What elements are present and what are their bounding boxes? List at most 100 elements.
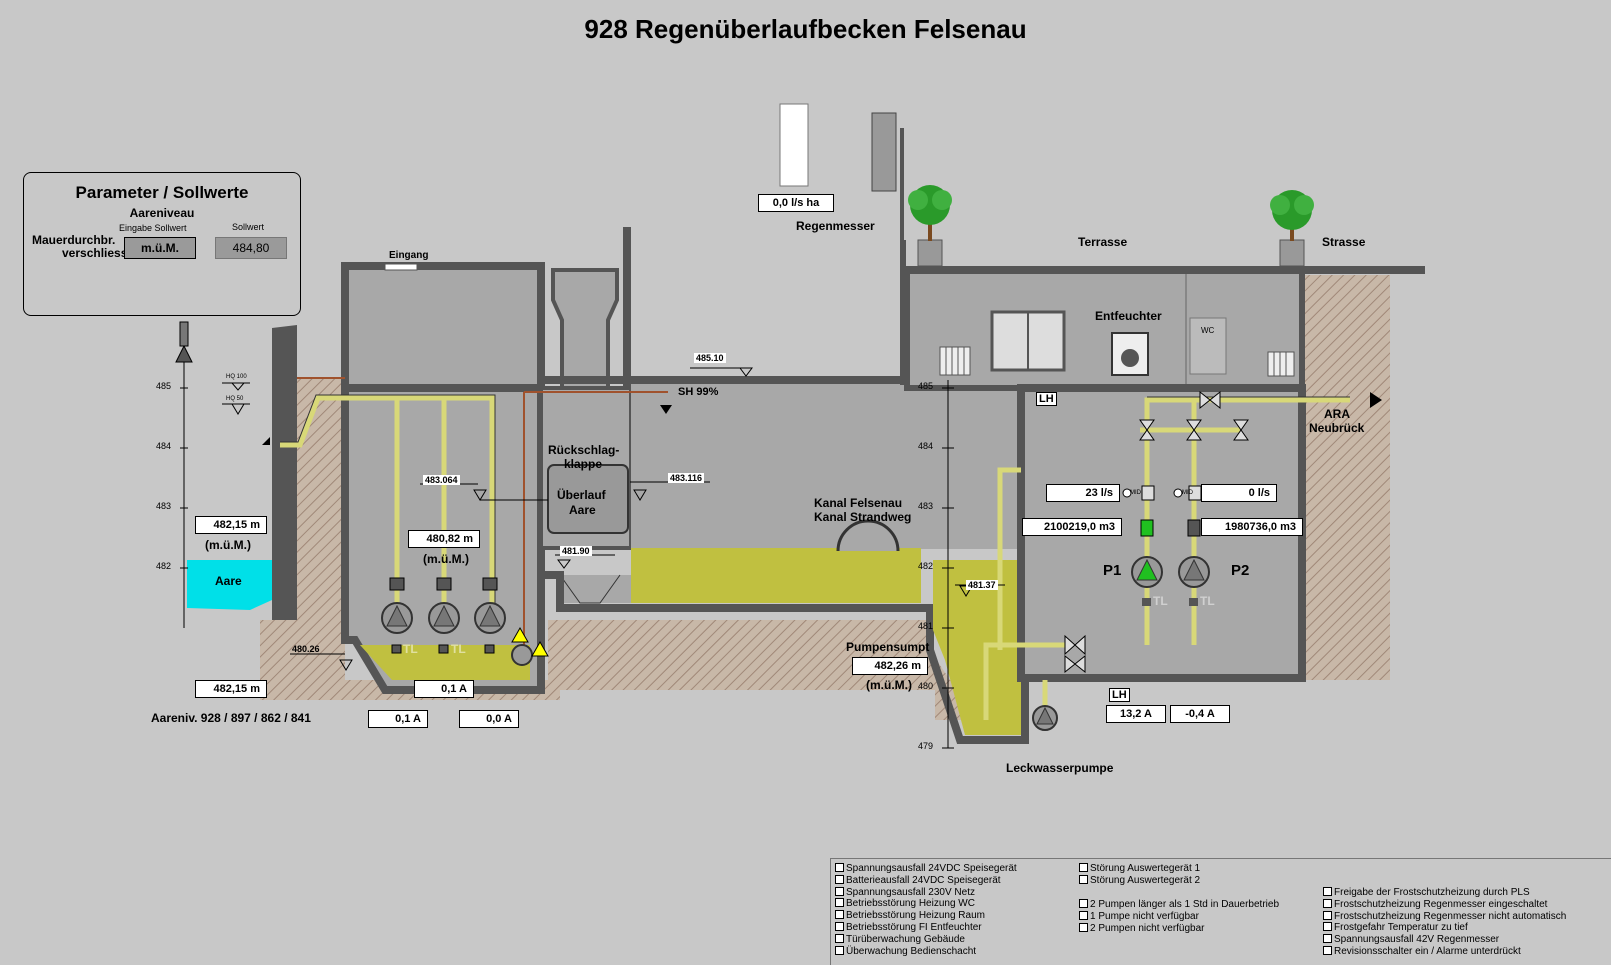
river-wall — [272, 325, 297, 620]
param-row-label-2: verschliessen — [62, 246, 142, 260]
alarm-item[interactable]: Spannungsausfall 42V Regenmesser — [1323, 934, 1499, 945]
canal-pipe-profile — [836, 519, 900, 552]
page-title: 928 Regenüberlaufbecken Felsenau — [584, 14, 1027, 44]
alarm-item[interactable]: Spannungsausfall 24VDC Speisegerät — [835, 863, 1017, 874]
alarm-item[interactable]: 2 Pumpen länger als 1 Std in Dauerbetrie… — [1079, 899, 1279, 910]
alarm-item[interactable]: Störung Auswertegerät 1 — [1079, 863, 1200, 874]
alarm-item[interactable]: Freigabe der Frostschutzheizung durch PL… — [1323, 887, 1530, 898]
alarm-item[interactable]: Revisionsschalter ein / Alarme unterdrüc… — [1323, 946, 1521, 957]
alarm-label: Türüberwachung Gebäude — [846, 933, 965, 945]
alarm-item[interactable]: Betriebsstörung Heizung WC — [835, 898, 975, 909]
scale-right-481: 481 — [918, 621, 934, 631]
alarm-label: Freigabe der Frostschutzheizung durch PL… — [1334, 887, 1530, 898]
alarm-checkbox[interactable] — [835, 910, 844, 920]
alarm-checkbox[interactable] — [1079, 922, 1088, 932]
alarm-item[interactable]: 1 Pumpe nicht verfügbar — [1079, 910, 1199, 922]
wc-door — [1189, 317, 1227, 375]
total-p1-value: 2100219,0 m3 — [1022, 518, 1122, 536]
label-mid-1: MID — [1130, 490, 1141, 496]
alarm-label: Störung Auswertegerät 1 — [1090, 863, 1201, 874]
alarm-checkbox[interactable] — [1323, 910, 1332, 920]
alarm-item[interactable]: Störung Auswertegerät 2 — [1079, 874, 1200, 886]
alarm-checkbox[interactable] — [1323, 922, 1332, 932]
motor-indicators-right — [1140, 485, 1202, 606]
label-p2: P2 — [1231, 562, 1250, 579]
alarm-checkbox[interactable] — [1323, 898, 1332, 908]
alarm-label: 2 Pumpen länger als 1 Std in Dauerbetrie… — [1090, 899, 1280, 910]
label-ruckschlag-2: klappe — [564, 457, 603, 471]
flow-p1-value: 23 l/s — [1046, 484, 1120, 502]
tree-icon — [908, 185, 952, 267]
alarm-checkbox[interactable] — [1323, 946, 1332, 955]
alarm-item[interactable]: Batterieausfall 24VDC Speisegerät — [835, 874, 1001, 886]
label-mum-2: (m.ü.M.) — [423, 552, 469, 566]
soil-right — [1305, 275, 1385, 680]
scale-right-480: 480 — [918, 681, 934, 691]
pump-icon — [428, 602, 460, 634]
alarm-label: 1 Pumpe nicht verfügbar — [1090, 910, 1199, 922]
alarm-item[interactable]: Frostschutzheizung Regenmesser nicht aut… — [1323, 910, 1566, 922]
scale-right — [942, 380, 954, 749]
alarm-checkbox[interactable] — [1079, 874, 1088, 884]
label-kanal-felsenau: Kanal Felsenau — [814, 496, 903, 510]
label-lh-1: LH — [1036, 392, 1057, 406]
label-tl-2: TL — [451, 642, 466, 656]
sh-marker — [660, 405, 672, 414]
label-kanal-strandweg: Kanal Strandweg — [814, 510, 912, 524]
current-p1-value: 13,2 A — [1106, 705, 1166, 723]
machine-building — [904, 267, 1305, 391]
level-481-90: 481.90 — [560, 546, 592, 556]
level-483-116: 483.116 — [668, 473, 705, 483]
scale-left-484: 484 — [156, 441, 172, 451]
scale-right-485: 485 — [918, 381, 934, 391]
current-p2-value: -0,4 A — [1170, 705, 1230, 723]
label-uberlauf-1: Überlauf — [557, 488, 606, 502]
alarm-label: Überwachung Bedienschacht — [846, 945, 977, 957]
scale-right-482: 482 — [918, 561, 934, 571]
alarm-checkbox[interactable] — [1079, 899, 1088, 908]
pump-current-value: 0,1 A — [414, 680, 474, 698]
alarm-label: Frostschutzheizung Regenmesser eingescha… — [1334, 898, 1548, 910]
scale-right-483: 483 — [918, 501, 934, 511]
canal-water — [631, 548, 921, 603]
rain-bar — [779, 103, 809, 187]
rain-gauge-icon — [871, 112, 897, 192]
alarm-label: Spannungsausfall 42V Regenmesser — [1334, 934, 1500, 946]
radiator-icon — [1267, 351, 1295, 377]
alarm-checkbox[interactable] — [835, 945, 844, 955]
alarm-label: Batterieausfall 24VDC Speisegerät — [846, 874, 1001, 886]
alarm-item[interactable]: 2 Pumpen nicht verfügbar — [1079, 922, 1205, 934]
label-tl-3: TL — [1153, 594, 1168, 608]
label-tl-4: TL — [1200, 594, 1215, 608]
alarm-checkbox[interactable] — [835, 886, 844, 896]
alarm-item[interactable]: Frostschutzheizung Regenmesser eingescha… — [1323, 898, 1548, 910]
alarm-checkbox[interactable] — [835, 933, 844, 943]
alarm-item[interactable]: Überwachung Bedienschacht — [835, 945, 977, 957]
alarm-checkbox[interactable] — [1079, 910, 1088, 920]
alarm-checkbox[interactable] — [1079, 863, 1088, 872]
ara-arrow-icon — [1370, 392, 1382, 408]
alarm-item[interactable]: Betriebsstörung FI Entfeuchter — [835, 922, 982, 933]
alarm-checkbox[interactable] — [835, 898, 844, 908]
label-ruckschlag-1: Rückschlag- — [548, 443, 620, 457]
label-mid-2: MID — [1182, 490, 1193, 496]
alarm-item[interactable]: Betriebsstörung Heizung Raum — [835, 910, 985, 921]
label-mum-3: (m.ü.M.) — [866, 678, 912, 692]
alarm-item[interactable]: Spannungsausfall 230V Netz — [835, 886, 975, 898]
rain-label: Regenmesser — [796, 219, 875, 233]
rain-value: 0,0 l/s ha — [758, 194, 834, 212]
aare-arrow-icon — [262, 437, 270, 453]
alarm-item[interactable]: Frostgefahr Temperatur zu tief — [1323, 922, 1468, 933]
alarm-label: Spannungsausfall 230V Netz — [846, 886, 975, 898]
sollwert-input[interactable]: m.ü.M. — [124, 237, 196, 259]
alarm-checkbox[interactable] — [835, 863, 844, 872]
alarm-checkbox[interactable] — [835, 922, 844, 931]
alarm-item[interactable]: Türüberwachung Gebäude — [835, 933, 965, 945]
alarm-checkbox[interactable] — [1323, 934, 1332, 944]
alarm-checkbox[interactable] — [1323, 887, 1332, 896]
label-hq100: HQ 100 — [226, 374, 247, 380]
label-pumpensumpt: Pumpensumpt — [846, 640, 930, 654]
param-row-label-1: Mauerdurchbr. — [32, 233, 116, 247]
alarm-checkbox[interactable] — [835, 874, 844, 884]
